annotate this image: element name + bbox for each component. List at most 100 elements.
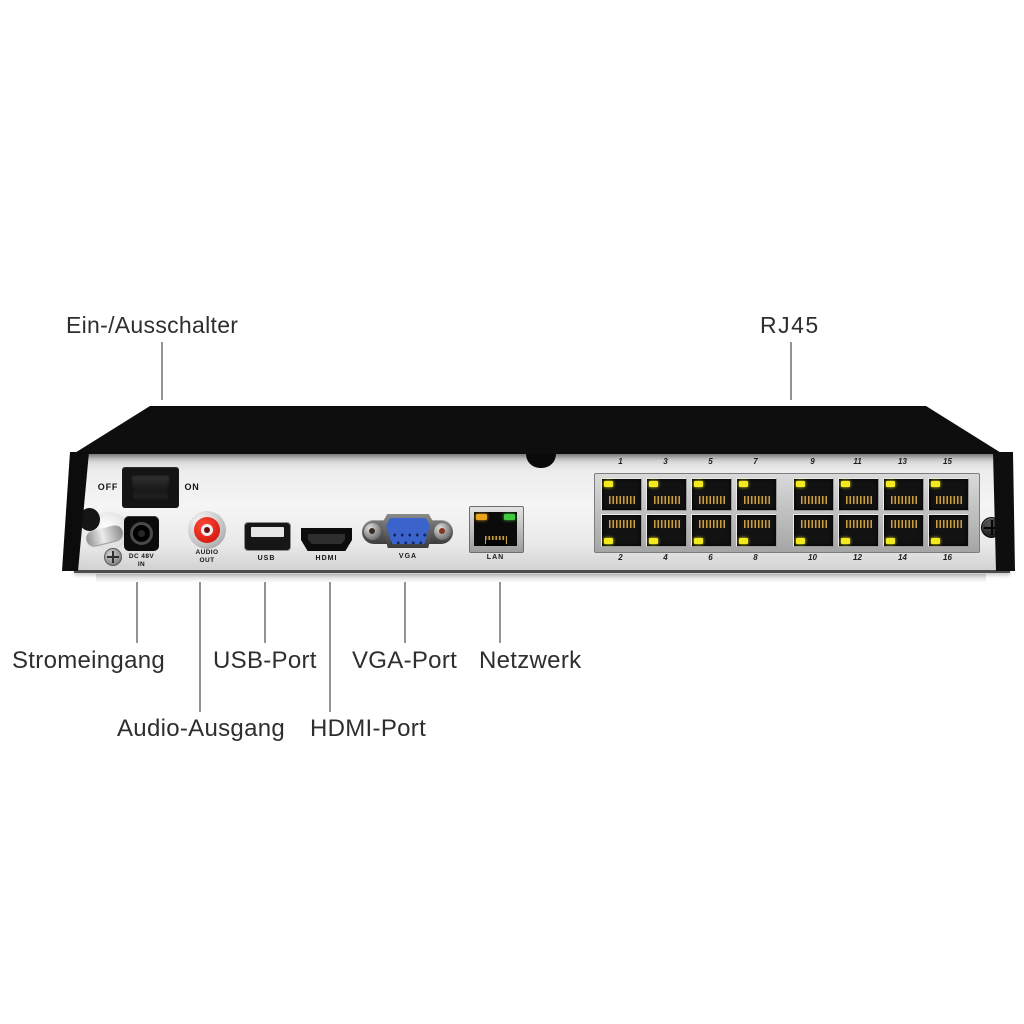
rj45-port-pins <box>699 520 725 528</box>
leader-line-power-switch <box>161 342 163 400</box>
vga-port <box>386 518 430 544</box>
off-label: OFF <box>97 482 119 492</box>
leader-line-usb <box>264 582 266 643</box>
vga-screw-post-left <box>364 523 381 540</box>
annotation-audio-out: Audio-Ausgang <box>117 715 286 742</box>
lan-port-label: LAN <box>486 554 505 561</box>
usb-port-label: USB <box>257 555 276 562</box>
power-switch-rocker <box>131 475 170 500</box>
rj45-port-pins <box>846 496 872 504</box>
rj45-port-number: 15 <box>943 457 952 466</box>
usb-port <box>244 522 291 551</box>
rj45-port <box>646 478 687 511</box>
annotation-usb: USB-Port <box>213 647 317 674</box>
lan-led-amber <box>476 514 487 520</box>
rj45-port-led <box>931 481 940 487</box>
rj45-port <box>793 514 834 547</box>
rj45-port-pins <box>609 520 635 528</box>
rj45-port-block <box>594 473 980 553</box>
device-base <box>74 568 1010 573</box>
rj45-port-number: 16 <box>943 553 952 562</box>
rj45-port-led <box>739 538 748 544</box>
rj45-port-pins <box>744 520 770 528</box>
rj45-port <box>838 478 879 511</box>
leader-line-power-input <box>136 582 138 643</box>
annotation-power-input: Stromeingang <box>12 647 166 674</box>
rj45-port-led <box>886 481 895 487</box>
rj45-port-pins <box>654 520 680 528</box>
panel-screw-left <box>104 548 122 566</box>
rj45-port-led <box>841 481 850 487</box>
dc-power-jack <box>124 516 159 551</box>
rj45-port <box>691 478 732 511</box>
annotation-rj45: RJ45 <box>760 312 820 338</box>
rj45-port-number: 9 <box>810 457 815 466</box>
power-switch <box>122 467 179 508</box>
audio-out-label-line2: OUT <box>199 556 215 564</box>
rj45-port <box>736 478 777 511</box>
rj45-port-pins <box>609 496 635 504</box>
rj45-port <box>736 514 777 547</box>
rj45-port-led <box>604 538 613 544</box>
lan-port <box>469 506 524 553</box>
rj45-port-led <box>796 481 805 487</box>
hdmi-port-slot <box>308 534 345 544</box>
rj45-port-pins <box>801 520 827 528</box>
rj45-port <box>928 478 969 511</box>
dc-input-label-line2: IN <box>137 560 146 568</box>
rj45-port-number: 4 <box>663 553 668 562</box>
rj45-port-pins <box>846 520 872 528</box>
rj45-port <box>601 514 642 547</box>
rj45-port-pins <box>654 496 680 504</box>
hdmi-port-label: HDMI <box>315 555 338 562</box>
rj45-port <box>838 514 879 547</box>
rj45-port-led <box>796 538 805 544</box>
vga-screw-post-right <box>434 523 451 540</box>
rj45-port-led <box>694 538 703 544</box>
rj45-port-number: 7 <box>753 457 758 466</box>
leader-line-network <box>499 582 501 643</box>
ground-stud-knob <box>79 508 100 531</box>
rj45-port-number: 13 <box>898 457 907 466</box>
rj45-port-number: 11 <box>853 457 862 466</box>
leader-line-audio-out <box>199 582 201 712</box>
rj45-port-pins <box>801 496 827 504</box>
rj45-port-led <box>841 538 850 544</box>
dc-input-label-line1: DC 48V <box>128 553 155 560</box>
rj45-port <box>883 514 924 547</box>
dc-input-label: DC 48V IN <box>114 553 169 568</box>
audio-out-label: AUDIO OUT <box>181 549 233 564</box>
rj45-port-led <box>649 481 658 487</box>
leader-line-hdmi <box>329 582 331 712</box>
rj45-port-number: 2 <box>618 553 623 562</box>
on-label: ON <box>184 482 200 492</box>
rj45-port <box>928 514 969 547</box>
rj45-port-number: 8 <box>753 553 758 562</box>
rj45-port <box>646 514 687 547</box>
rj45-port-number: 14 <box>898 553 907 562</box>
rj45-port-pins <box>891 496 917 504</box>
dc-jack-pin <box>138 530 145 537</box>
rj45-port-number: 5 <box>708 457 713 466</box>
lan-led-green <box>504 514 515 520</box>
annotation-power-switch: Ein-/Ausschalter <box>66 312 239 338</box>
rj45-port-led <box>886 538 895 544</box>
panel-notch <box>526 454 556 468</box>
rj45-port-pins <box>744 496 770 504</box>
rj45-port-number: 6 <box>708 553 713 562</box>
leader-line-vga <box>404 582 406 643</box>
rj45-port-number: 3 <box>663 457 668 466</box>
annotation-vga: VGA-Port <box>352 647 458 674</box>
annotation-hdmi: HDMI-Port <box>310 715 427 742</box>
rj45-port-led <box>604 481 613 487</box>
audio-out-jack-hole <box>204 527 210 533</box>
rj45-port <box>883 478 924 511</box>
rj45-port <box>691 514 732 547</box>
rj45-port-number: 10 <box>808 553 817 562</box>
device-rear-panel: OFF ON DC 48V IN AUDIO OUT <box>76 454 1004 570</box>
rj45-port-led <box>694 481 703 487</box>
rj45-port-pins <box>936 520 962 528</box>
